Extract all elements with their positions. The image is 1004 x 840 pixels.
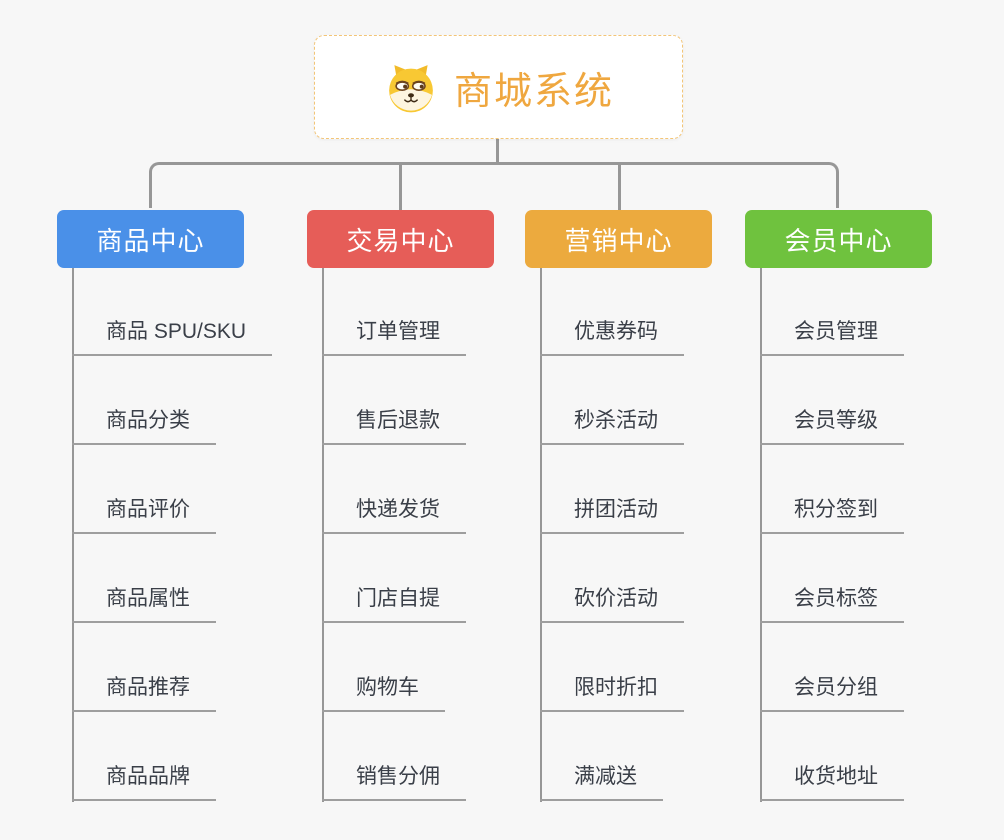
root-node[interactable]: 商城系统 bbox=[314, 35, 683, 139]
leaf-node[interactable]: 限时折扣 bbox=[540, 675, 684, 712]
leaf-node[interactable]: 销售分佣 bbox=[322, 764, 466, 801]
leaf-node[interactable]: 会员分组 bbox=[760, 675, 904, 712]
leaf-node[interactable]: 会员等级 bbox=[760, 408, 904, 445]
connector-root-stem bbox=[496, 138, 499, 164]
connector-bus-line bbox=[149, 162, 839, 208]
leaf-node[interactable]: 秒杀活动 bbox=[540, 408, 684, 445]
leaf-node[interactable]: 商品推荐 bbox=[72, 675, 216, 712]
branch-column-product-center: 商品中心 商品 SPU/SKU 商品分类 商品评价 商品属性 商品推荐 商品品牌 bbox=[57, 210, 307, 830]
branch-column-marketing-center: 营销中心 优惠券码 秒杀活动 拼团活动 砍价活动 限时折扣 满减送 bbox=[525, 210, 775, 830]
leaf-node[interactable]: 优惠券码 bbox=[540, 319, 684, 356]
branch-node-marketing-center[interactable]: 营销中心 bbox=[525, 210, 712, 268]
connector-column-line bbox=[322, 268, 324, 802]
leaf-node[interactable]: 商品分类 bbox=[72, 408, 216, 445]
leaf-node[interactable]: 商品评价 bbox=[72, 497, 216, 534]
leaf-node[interactable]: 商品品牌 bbox=[72, 764, 216, 801]
connector-branch-stem bbox=[399, 162, 402, 210]
leaf-node[interactable]: 售后退款 bbox=[322, 408, 466, 445]
leaf-node[interactable]: 积分签到 bbox=[760, 497, 904, 534]
connector-column-line bbox=[540, 268, 542, 802]
leaf-node[interactable]: 砍价活动 bbox=[540, 586, 684, 623]
leaf-node[interactable]: 商品属性 bbox=[72, 586, 216, 623]
dog-face-icon bbox=[383, 59, 439, 115]
leaf-node[interactable]: 收货地址 bbox=[760, 764, 904, 801]
connector-column-line bbox=[72, 268, 74, 802]
branch-node-trade-center[interactable]: 交易中心 bbox=[307, 210, 494, 268]
root-title: 商城系统 bbox=[453, 70, 614, 113]
leaf-node[interactable]: 会员管理 bbox=[760, 319, 904, 356]
leaf-node[interactable]: 拼团活动 bbox=[540, 497, 684, 534]
branch-column-trade-center: 交易中心 订单管理 售后退款 快递发货 门店自提 购物车 销售分佣 bbox=[307, 210, 557, 830]
connector-column-line bbox=[760, 268, 762, 802]
leaf-node[interactable]: 购物车 bbox=[322, 675, 445, 712]
leaf-node[interactable]: 订单管理 bbox=[322, 319, 466, 356]
leaf-node[interactable]: 满减送 bbox=[540, 764, 663, 801]
connector-branch-stem bbox=[618, 162, 621, 210]
leaf-node[interactable]: 门店自提 bbox=[322, 586, 466, 623]
leaf-node[interactable]: 商品 SPU/SKU bbox=[72, 319, 273, 356]
branch-column-member-center: 会员中心 会员管理 会员等级 积分签到 会员标签 会员分组 收货地址 bbox=[745, 210, 995, 830]
leaf-node[interactable]: 快递发货 bbox=[322, 497, 466, 534]
leaf-node[interactable]: 会员标签 bbox=[760, 586, 904, 623]
branch-node-product-center[interactable]: 商品中心 bbox=[57, 210, 244, 268]
branch-node-member-center[interactable]: 会员中心 bbox=[745, 210, 932, 268]
